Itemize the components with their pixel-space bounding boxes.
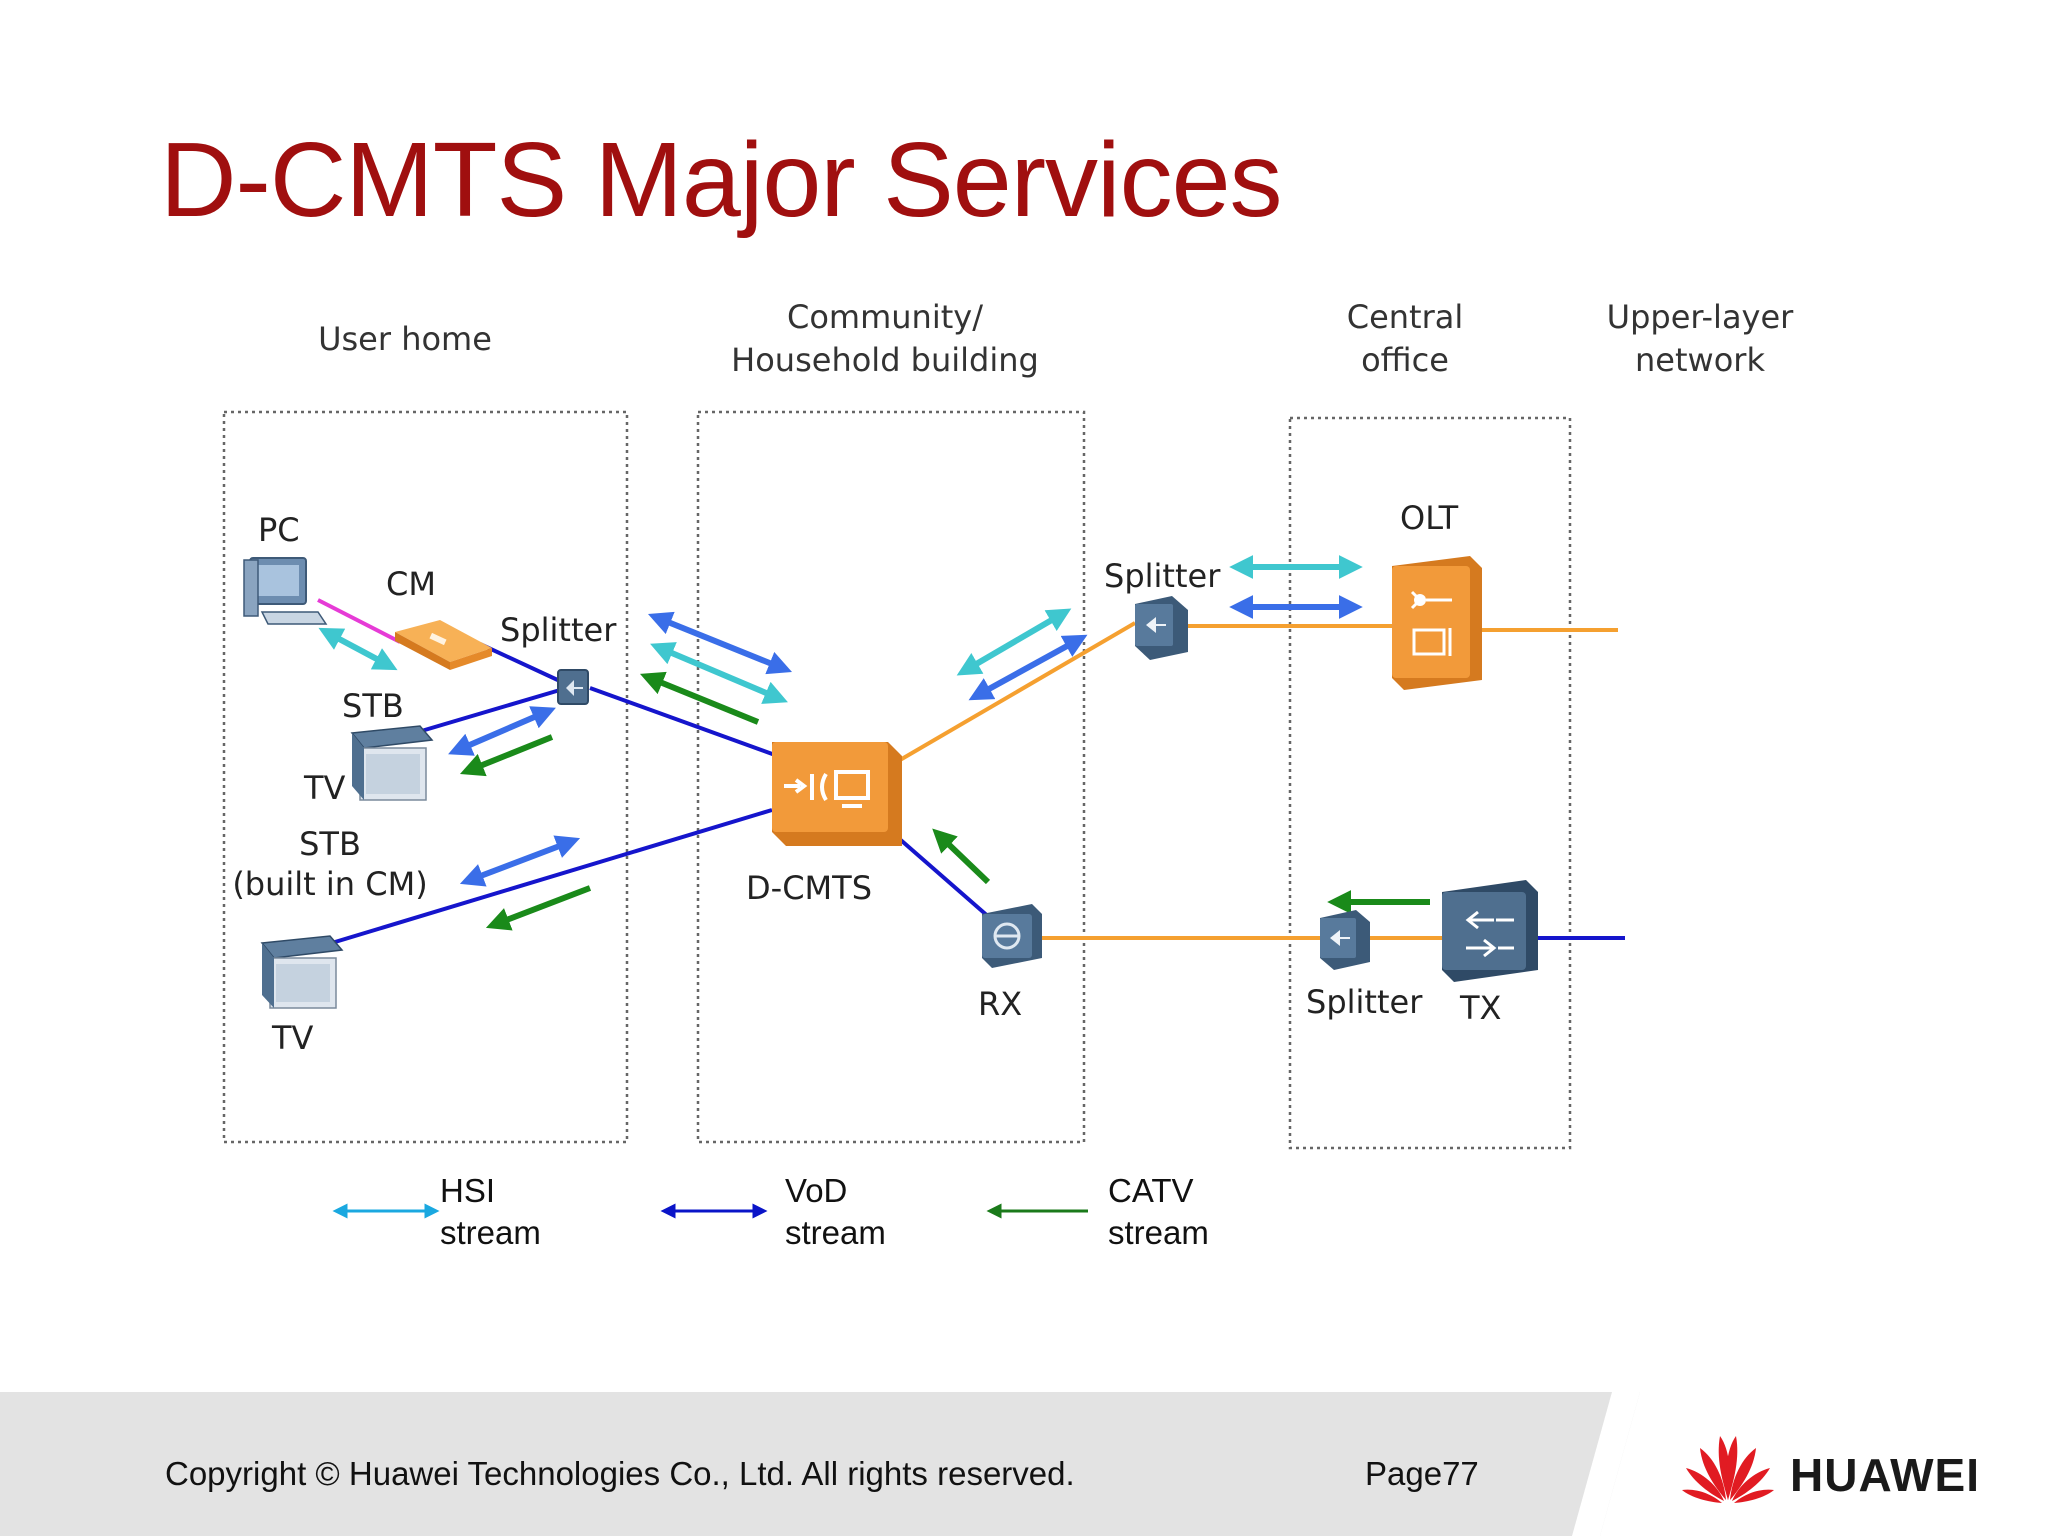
pc-icon [243,557,328,625]
services-diagram [222,410,1625,1219]
vod-arrow-community [647,611,793,675]
label-stb-builtin: STB (built in CM) [232,824,428,904]
legend-catv-label: CATV stream [1108,1170,1209,1254]
vod-arrow-stb [448,706,556,756]
cable-stb-splitter [417,688,561,734]
legend-vod-line2: stream [785,1214,886,1251]
huawei-logo-icon [1682,1436,1774,1503]
zone-central-line1: Central [1346,298,1464,336]
zone-central-line2: office [1361,341,1449,379]
catv-arrow-tv2 [485,885,592,931]
tv-builtin-icon [260,935,344,1009]
cm-icon [395,620,492,670]
splitter-bottom-icon [1320,910,1370,970]
splitter-top-icon [1135,596,1188,660]
legend-hsi-label: HSI stream [440,1170,541,1254]
slide-title: D-CMTS Major Services [160,121,1283,239]
zone-upper-line1: Upper-layer [1606,298,1794,336]
olt-icon [1392,556,1482,690]
zone-box-central-office [1288,416,1572,1150]
catv-arrow-rx [932,828,991,885]
label-stb-builtin-line1: STB [299,825,361,863]
vod-arrow-dcmts-splitter [968,634,1088,701]
zone-label-community: Community/ Household building [720,296,1050,382]
rx-icon [982,904,1042,968]
label-tx: TX [1460,989,1502,1027]
splitter-home-icon [557,669,589,705]
cable-dcmts-rx [893,833,992,920]
catv-arrow-stb [459,734,554,777]
label-stb: STB [342,687,404,725]
catv-arrow-community [639,671,760,725]
legend-hsi-line2: stream [440,1214,541,1251]
footer-page-number: Page77 [1365,1455,1479,1492]
label-tv1: TV [304,769,346,807]
legend-vod-line1: VoD [785,1172,848,1209]
label-stb-builtin-line2: (built in CM) [232,865,428,903]
zone-box-community [696,410,1086,1144]
label-splitter-top: Splitter [1104,557,1221,595]
label-dcmts: D-CMTS [746,869,872,907]
zone-community-line2: Household building [731,341,1039,379]
zone-community-line1: Community/ [787,298,983,336]
label-rx: RX [978,985,1023,1023]
label-splitter-bottom: Splitter [1306,983,1423,1021]
legend-hsi-line1: HSI [440,1172,496,1209]
huawei-brand-text: HUAWEI [1790,1449,1980,1501]
legend-vod-label: VoD stream [785,1170,886,1254]
fiber-dcmts-splitter [898,621,1137,762]
hsi-arrow-pc [318,627,398,671]
zone-label-central-office: Central office [1320,296,1490,382]
zone-upper-line2: network [1635,341,1765,379]
label-olt: OLT [1400,499,1459,537]
zone-label-user-home: User home [300,318,510,361]
hsi-arrow-dcmts-splitter [956,608,1072,676]
label-splitter-home: Splitter [500,611,617,649]
label-tv2: TV [272,1019,314,1057]
legend-catv-line2: stream [1108,1214,1209,1251]
zone-user-home-text: User home [318,320,492,358]
tx-icon [1442,880,1538,982]
stb-tv-icon [350,725,434,801]
legend-catv-line1: CATV [1108,1172,1194,1209]
label-pc: PC [258,511,300,549]
zone-label-upper-layer: Upper-layer network [1580,296,1820,382]
cable-splitter-dcmts [589,686,776,757]
vod-arrow-tv2 [459,835,581,887]
cable-cm-splitter [479,642,563,684]
footer-copyright: Copyright © Huawei Technologies Co., Ltd… [165,1455,1075,1492]
dcmts-icon [772,742,902,846]
label-cm: CM [386,565,436,603]
